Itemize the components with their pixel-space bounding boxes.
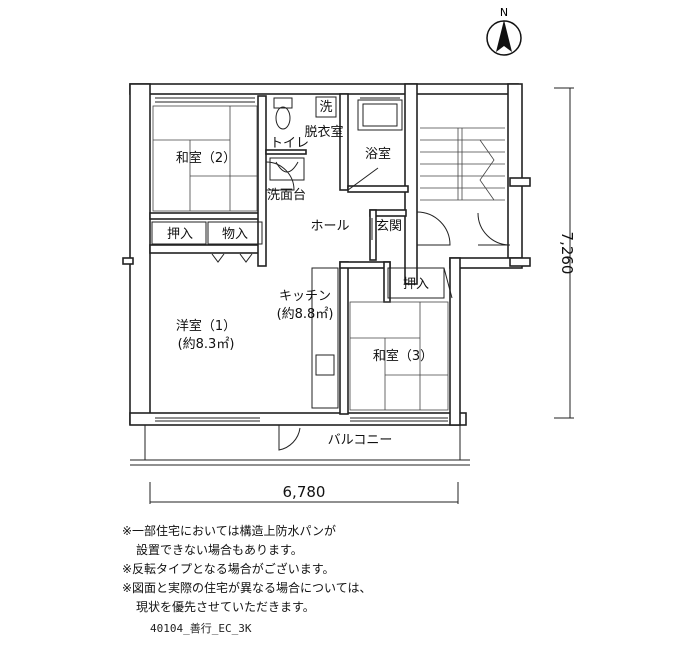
laundry-pan <box>315 96 337 118</box>
room-laundry-label: 洗 <box>319 100 332 115</box>
note-line: ※反転タイプとなる場合がございます。 <box>122 562 335 576</box>
notes: ※一部住宅においては構造上防水パンが 設置できない場合もあります。 ※反転タイプ… <box>122 522 371 617</box>
balcony <box>130 425 470 466</box>
room-storage-label: 物入 <box>222 227 248 242</box>
dimension-width: 6,780 <box>149 482 459 504</box>
washbasin-fixture <box>269 157 305 181</box>
walls <box>122 83 531 426</box>
staircase <box>420 127 505 201</box>
room-youshitsu1-label: 洋室（1） <box>176 318 236 334</box>
kitchen-counter <box>311 267 339 409</box>
room-washitsu2-label: 和室（2） <box>176 150 236 166</box>
note-line: 設置できない場合もあります。 <box>136 543 303 557</box>
dimension-depth-label: 7,260 <box>558 232 576 275</box>
compass-north-label: N <box>500 6 508 19</box>
room-dressing-label: 脱衣室 <box>304 124 343 140</box>
room-washbasin-label: 洗面台 <box>267 188 306 203</box>
toilet-fixture <box>273 97 293 130</box>
room-entrance-label: 玄関 <box>376 219 402 234</box>
room-kitchen-area: (約8.8㎡) <box>277 307 334 322</box>
dimension-depth: 7,260 <box>554 87 576 419</box>
washitsu2-tatami <box>152 105 258 212</box>
room-oshiire1-label: 押入 <box>167 227 193 242</box>
room-youshitsu1-area: (約8.3㎡) <box>178 337 235 352</box>
room-kitchen-label: キッチン <box>279 289 331 304</box>
north-arrow-icon <box>496 20 512 52</box>
room-balcony-label: バルコニー <box>328 433 393 448</box>
note-line: 現状を優先させていただきます。 <box>136 600 315 614</box>
windows <box>155 97 448 422</box>
room-washitsu3-label: 和室（3） <box>373 348 433 364</box>
washitsu3-tatami <box>349 301 449 411</box>
room-toilet-label: トイレ <box>270 136 309 151</box>
bathtub <box>357 99 403 131</box>
compass: N <box>486 6 522 56</box>
room-labels: 和室（2） トイレ 洗 脱衣室 浴室 洗面台 ホール 玄関 押入 物入 押入 キ… <box>167 100 433 448</box>
room-oshiire2-label: 押入 <box>403 277 429 292</box>
note-line: ※一部住宅においては構造上防水パンが <box>122 524 337 538</box>
room-hall-label: ホール <box>310 219 349 234</box>
doors <box>265 160 511 451</box>
room-bath-label: 浴室 <box>365 146 391 162</box>
plan-code: 40104_善行_EC_3K <box>150 622 252 635</box>
dimension-width-label: 6,780 <box>283 483 326 501</box>
closets <box>151 221 453 299</box>
note-line: ※図面と実際の住宅が異なる場合については、 <box>122 581 372 595</box>
